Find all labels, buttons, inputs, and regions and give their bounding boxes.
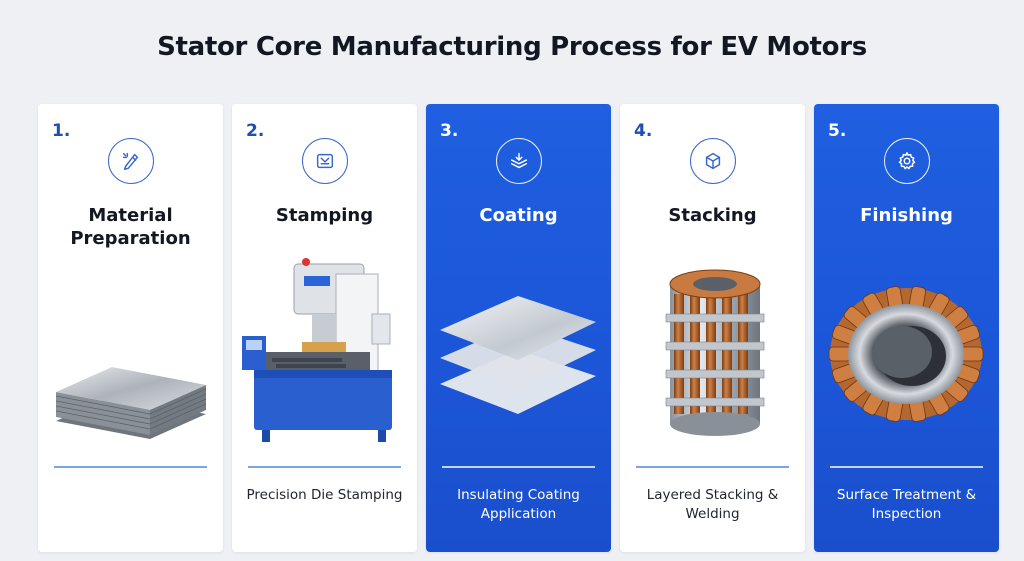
coating-tray-icon (496, 138, 542, 184)
page-title: Stator Core Manufacturing Process for EV… (157, 32, 867, 62)
finished-stator-illustration (814, 254, 999, 454)
step-title: Stacking (668, 205, 757, 226)
coated-layers-illustration (426, 254, 611, 454)
pencil-ruler-icon (108, 138, 154, 184)
gear-icon (884, 138, 930, 184)
step-description: Surface Treatment & Inspection (836, 487, 977, 522)
step-number: 1. (52, 121, 71, 141)
step-card-stacking: 4. Stacking (620, 104, 805, 552)
cube-stack-icon (690, 138, 736, 184)
step-title: Material Preparation (70, 205, 191, 249)
process-steps: 1. Material Preparation (38, 104, 999, 552)
card-divider (830, 466, 983, 468)
card-divider (636, 466, 789, 468)
stacked-stator-illustration (620, 254, 805, 454)
step-card-material-preparation: 1. Material Preparation (38, 104, 223, 552)
step-title: Stamping (275, 205, 374, 226)
step-description: Layered Stacking & Welding (646, 487, 779, 522)
step-number: 4. (634, 121, 653, 141)
card-divider (442, 466, 595, 468)
press-die-icon (302, 138, 348, 184)
step-number: 2. (246, 121, 265, 141)
step-card-coating: 3. Coating Insulating Coating Ap (426, 104, 611, 552)
step-title: Coating (479, 205, 558, 226)
card-divider (54, 466, 207, 468)
step-description: Insulating Coating Application (457, 487, 580, 522)
step-card-stamping: 2. Stamping (232, 104, 417, 552)
step-number: 3. (440, 121, 459, 141)
step-description: Precision Die Stamping (246, 487, 403, 503)
step-title: Finishing (860, 205, 953, 226)
step-card-finishing: 5. Finishing (814, 104, 999, 552)
card-divider (248, 466, 401, 468)
stamping-press-illustration (232, 254, 417, 454)
steel-sheets-illustration (38, 254, 223, 454)
step-number: 5. (828, 121, 847, 141)
